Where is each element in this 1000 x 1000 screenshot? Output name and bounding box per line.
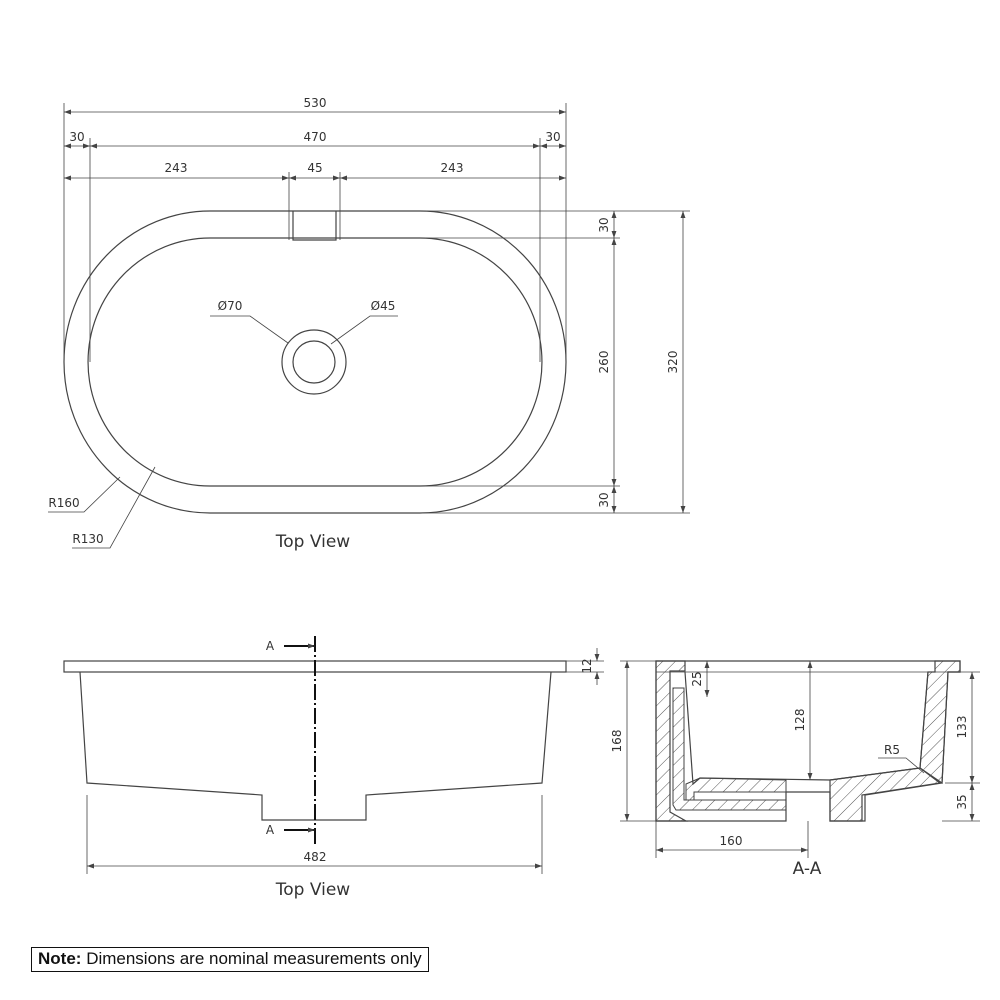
dim-lower-height: 35: [955, 794, 969, 809]
section-bottom-left: [685, 777, 787, 801]
dim-fillet-radius: R5: [884, 743, 900, 757]
front-dimension-lines: [86, 648, 604, 874]
dim-inner-radius: R130: [72, 532, 103, 546]
basin-outer-outline: [63, 210, 567, 514]
note-box: Note: Dimensions are nominal measurement…: [31, 947, 429, 972]
section-dimension-lines: [620, 660, 980, 858]
dim-section-overall-height: 168: [610, 730, 624, 753]
dim-outer-radius: R160: [48, 496, 79, 510]
dim-bowl-depth: 128: [793, 709, 807, 732]
dim-tap-width: 45: [307, 161, 322, 175]
basin-inner-outline: [87, 237, 543, 487]
note-label: Note:: [38, 949, 82, 968]
section-marker-bottom: A: [266, 823, 275, 837]
tap-hole-recess: [292, 211, 337, 241]
dim-overall-width: 530: [304, 96, 327, 110]
dim-inner-diameter: Ø45: [371, 299, 396, 313]
section-right-wall: [919, 660, 961, 785]
dim-half-width: 160: [720, 834, 743, 848]
section-view: 168 25 128 133 35 160 R5 A-A: [610, 660, 980, 879]
top-view-caption: Top View: [275, 532, 351, 552]
dim-top-rim: 30: [597, 217, 611, 232]
dim-rim-thickness: 12: [580, 658, 594, 673]
dim-bottom-rim: 30: [597, 492, 611, 507]
dim-inner-rim: 25: [690, 671, 704, 686]
drain-outer-ring: [281, 329, 347, 395]
dim-upper-height: 133: [955, 716, 969, 739]
note-text: Dimensions are nominal measurements only: [86, 949, 422, 968]
dim-outer-diameter: Ø70: [218, 299, 243, 313]
top-dimension-lines: [48, 109, 686, 549]
dim-base-width: 482: [304, 850, 327, 864]
dim-inner-width: 470: [304, 130, 327, 144]
dim-inner-height: 260: [597, 351, 611, 374]
section-inner-bowl: [684, 671, 929, 786]
dim-left-offset: 243: [165, 161, 188, 175]
section-marker-top: A: [266, 639, 275, 653]
top-view: 530 30 470 30 243 45 243 30 260 30 320 Ø…: [48, 96, 690, 552]
front-view-caption: Top View: [275, 880, 351, 900]
dim-right-offset: 243: [441, 161, 464, 175]
section-view-caption: A-A: [793, 859, 822, 879]
drain-inner-ring: [292, 340, 336, 384]
dim-left-rim: 30: [69, 130, 84, 144]
dim-right-rim: 30: [545, 130, 560, 144]
section-bottom-right: [829, 767, 942, 822]
front-view: A A 12 482 Top View: [63, 636, 604, 900]
dim-overall-height: 320: [666, 351, 680, 374]
